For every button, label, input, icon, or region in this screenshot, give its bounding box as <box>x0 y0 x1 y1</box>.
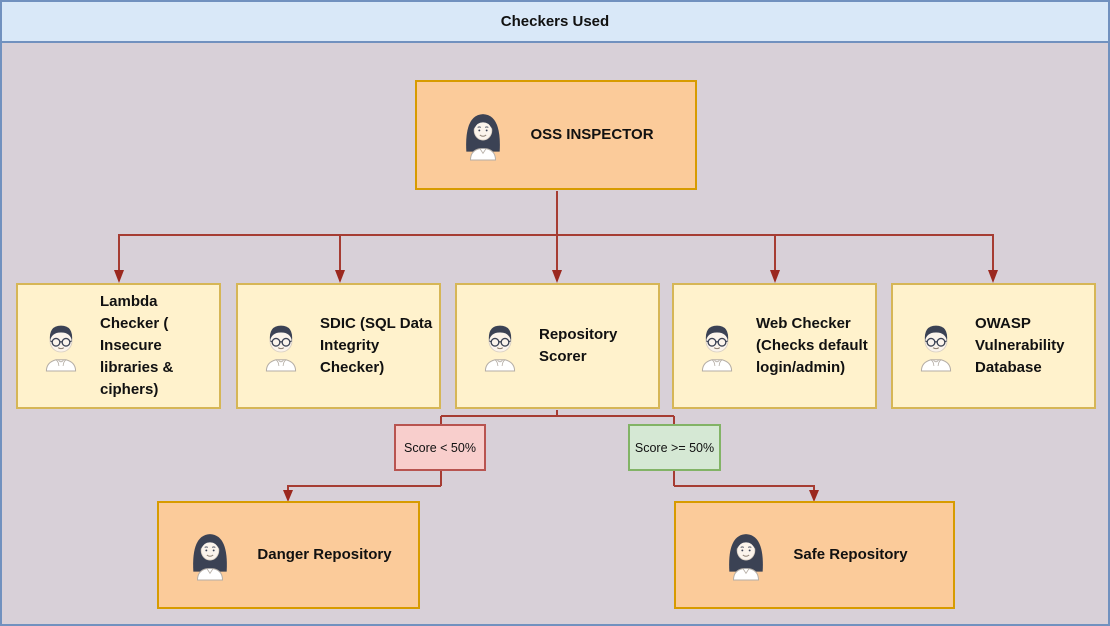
diagram-title-bar: Checkers Used <box>2 2 1108 43</box>
woman-avatar-icon <box>458 107 508 163</box>
man-avatar-icon <box>911 318 961 374</box>
node-web-checker: Web Checker (Checks default login/admin) <box>672 283 877 409</box>
node-lambda-checker: Lambda Checker ( Insecure libraries & ci… <box>16 283 221 409</box>
condition-score-below-50-label: Score < 50% <box>404 440 476 455</box>
node-safe-repository: Safe Repository <box>674 501 955 609</box>
node-safe-repository-label: Safe Repository <box>793 546 908 563</box>
node-oss-inspector: OSS INSPECTOR <box>415 80 697 190</box>
node-oss-inspector-label: OSS INSPECTOR <box>530 126 654 143</box>
diagram-title: Checkers Used <box>500 13 610 30</box>
man-avatar-icon <box>475 318 525 374</box>
node-sdic-checker: SDIC (SQL Data Integrity Checker) <box>236 283 441 409</box>
node-repository-scorer-label: Repository Scorer <box>539 326 618 365</box>
node-sdic-checker-label: SDIC (SQL Data Integrity Checker) <box>320 315 433 376</box>
node-danger-repository-label: Danger Repository <box>257 546 392 563</box>
node-lambda-checker-label: Lambda Checker ( Insecure libraries & ci… <box>100 293 174 398</box>
node-web-checker-label: Web Checker (Checks default login/admin) <box>756 315 868 376</box>
node-owasp-database: OWASP Vulnerability Database <box>891 283 1096 409</box>
man-avatar-icon <box>256 318 306 374</box>
node-danger-repository: Danger Repository <box>157 501 420 609</box>
man-avatar-icon <box>692 318 742 374</box>
man-avatar-icon <box>36 318 86 374</box>
condition-score-below-50: Score < 50% <box>394 424 486 471</box>
woman-avatar-icon <box>185 527 235 583</box>
node-repository-scorer: Repository Scorer <box>455 283 660 409</box>
node-owasp-database-label: OWASP Vulnerability Database <box>975 315 1065 376</box>
condition-score-at-least-50-label: Score >= 50% <box>634 440 715 455</box>
woman-avatar-icon <box>721 527 771 583</box>
condition-score-at-least-50: Score >= 50% <box>628 424 721 471</box>
